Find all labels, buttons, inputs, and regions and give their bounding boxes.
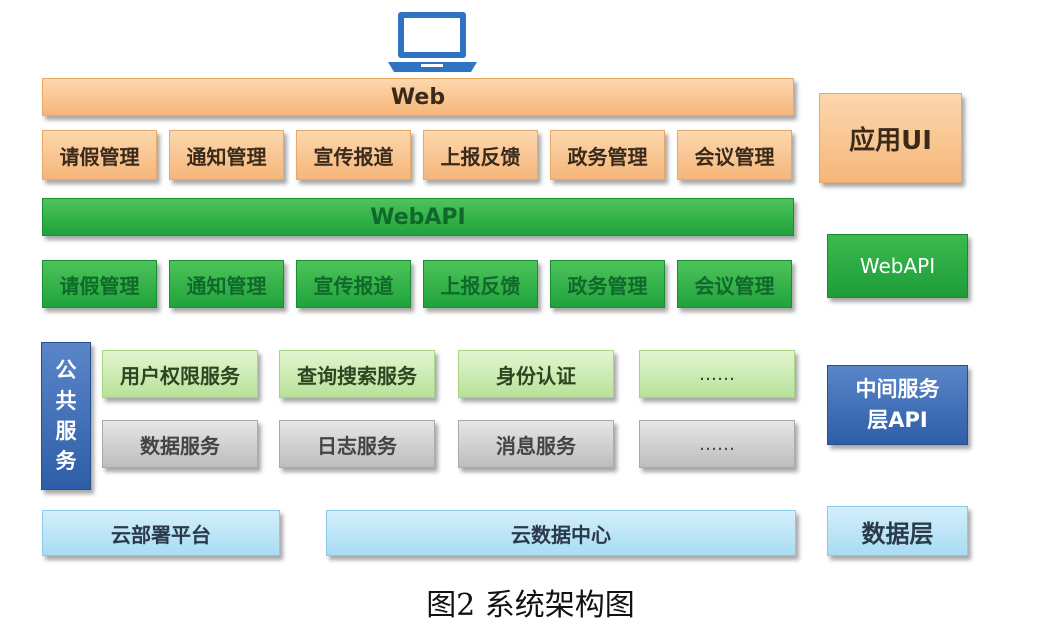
- app-module-government: 政务管理: [550, 130, 665, 180]
- side-label-data-layer: 数据层: [827, 506, 968, 556]
- app-module-feedback: 上报反馈: [423, 130, 538, 180]
- cloud-deploy-platform: 云部署平台: [42, 510, 280, 556]
- web-label: Web: [390, 84, 446, 110]
- service-authentication: 身份认证: [458, 350, 614, 398]
- cloud-data-center: 云数据中心: [326, 510, 796, 556]
- app-module-meeting: 会议管理: [677, 130, 792, 180]
- side-label-app-ui: 应用UI: [819, 93, 962, 183]
- api-module-publicity: 宣传报道: [296, 260, 411, 308]
- api-module-meeting: 会议管理: [677, 260, 792, 308]
- side-label-webapi: WebAPI: [827, 234, 968, 298]
- service-log: 日志服务: [279, 420, 435, 468]
- app-module-leave: 请假管理: [42, 130, 157, 180]
- service-query-search: 查询搜索服务: [279, 350, 435, 398]
- web-bar: Web: [42, 78, 794, 116]
- api-module-notice: 通知管理: [169, 260, 284, 308]
- api-module-feedback: 上报反馈: [423, 260, 538, 308]
- api-module-government: 政务管理: [550, 260, 665, 308]
- side-label-middleware-api: 中间服务 层API: [827, 365, 968, 445]
- webapi-bar: WebAPI: [42, 198, 794, 236]
- public-services-column: 公 共 服 务: [41, 342, 91, 490]
- figure-caption: 图2 系统架构图: [426, 588, 635, 623]
- app-module-publicity: 宣传报道: [296, 130, 411, 180]
- laptop-icon: [388, 12, 477, 72]
- app-module-notice: 通知管理: [169, 130, 284, 180]
- api-module-leave: 请假管理: [42, 260, 157, 308]
- service-user-permission: 用户权限服务: [102, 350, 258, 398]
- service-data: 数据服务: [102, 420, 258, 468]
- service-message: 消息服务: [458, 420, 614, 468]
- service-more-row1: ……: [639, 350, 795, 398]
- service-more-row2: ……: [639, 420, 795, 468]
- webapi-label: WebAPI: [370, 204, 466, 230]
